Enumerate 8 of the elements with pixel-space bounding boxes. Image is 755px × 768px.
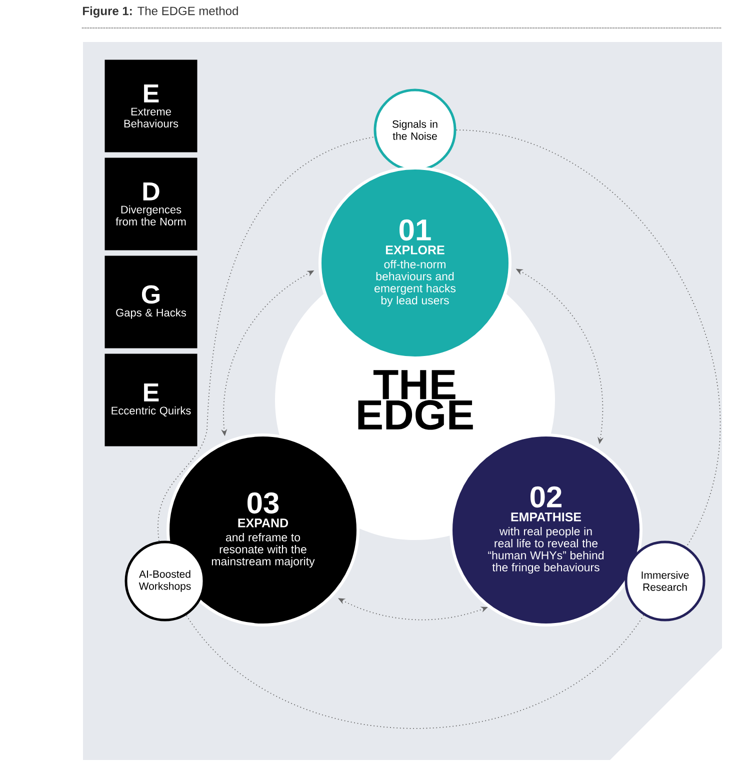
letter-box: E Extreme Behaviours <box>104 60 198 152</box>
dotted-line <box>456 130 720 548</box>
dotted-line <box>186 614 644 729</box>
dotted-line <box>158 136 375 542</box>
letter-box: G Gaps & Hacks <box>104 256 198 348</box>
letter-box: D Divergences from the Norm <box>104 158 198 250</box>
figure-title: Figure 1: The EDGE method <box>83 6 238 18</box>
letter-box: E Eccentric Quirks <box>104 354 198 446</box>
